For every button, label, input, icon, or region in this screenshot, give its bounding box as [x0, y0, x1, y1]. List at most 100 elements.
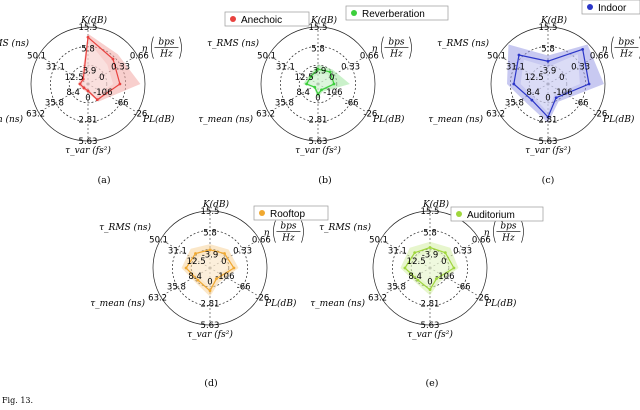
series-point — [530, 98, 534, 102]
axis-label-tmean: τ_mean (ns) — [428, 114, 483, 125]
axis-label-tmean: τ_mean (ns) — [90, 298, 145, 309]
axis-label-k: K(dB) — [540, 15, 568, 26]
tick-label: 31.1 — [46, 62, 65, 72]
paren-right — [301, 220, 304, 243]
tick-label: 8.4 — [66, 88, 80, 98]
tick-label: -3.9 — [540, 66, 557, 76]
confidence-band-inner — [190, 254, 229, 288]
axis-label-pl: PL(dB) — [264, 298, 297, 309]
axis-label-tmean: τ_mean (ns) — [310, 298, 365, 309]
radar-chart-reverberation: 15.55.8-3.90.660.330-26-66-1065.632.8106… — [198, 5, 449, 186]
series-point — [320, 88, 323, 92]
series-point — [95, 98, 99, 102]
axis-label-tvar: τ_var (fs²) — [407, 329, 453, 340]
tick-label: 0 — [99, 73, 104, 83]
paren-right — [179, 36, 182, 59]
axis-label-eta: η — [264, 229, 270, 239]
tick-label: 5.8 — [541, 45, 555, 55]
axis-label-trms: τ_RMS (ns) — [0, 38, 29, 49]
axis-label-pl: PL(dB) — [484, 298, 517, 309]
legend-label: Auditorium — [467, 210, 515, 221]
tick-label: 8.4 — [408, 272, 422, 282]
tick-label: 31.1 — [506, 62, 525, 72]
radar-chart-rooftop: 15.55.8-3.90.660.330-26-66-1065.632.8106… — [90, 199, 329, 389]
axis-label-k: K(dB) — [202, 199, 230, 210]
axis-spoke — [268, 83, 319, 113]
axis-label-pl: PL(dB) — [142, 114, 175, 125]
tick-label: 12.5 — [407, 257, 426, 267]
tick-label: 12.5 — [525, 73, 544, 83]
legend-marker — [456, 211, 462, 217]
tick-label: -66 — [115, 99, 129, 109]
confidence-band-inner — [308, 73, 332, 92]
subfigure-caption: (a) — [97, 175, 110, 186]
tick-label: 5.8 — [423, 229, 437, 239]
tick-label: 63.2 — [148, 294, 167, 304]
legend-marker — [351, 10, 357, 16]
axis-label-eta: η — [484, 229, 490, 239]
series-point — [214, 277, 218, 281]
subfigure-caption: (c) — [542, 175, 555, 186]
tick-label: 0 — [315, 94, 320, 104]
series-point — [587, 82, 591, 86]
tick-label: 35.8 — [505, 99, 524, 109]
tick-label: 2.81 — [309, 115, 328, 125]
series-point — [208, 289, 212, 293]
tick-label: 63.2 — [368, 294, 387, 304]
tick-label: -106 — [215, 272, 234, 282]
legend-box — [345, 5, 449, 21]
legend-box — [450, 206, 544, 222]
tick-label: 5.63 — [539, 137, 558, 147]
tick-label: -26 — [255, 294, 269, 304]
tick-label: 8.4 — [296, 88, 310, 98]
series-point — [517, 53, 521, 57]
tick-label: 2.81 — [201, 299, 220, 309]
tick-label: 31.1 — [168, 246, 187, 256]
series-point — [443, 251, 447, 255]
series-point — [428, 246, 432, 249]
tick-label: 15.5 — [539, 23, 558, 33]
series-point — [82, 86, 86, 90]
series-point — [428, 288, 432, 292]
tick-label: 50.1 — [149, 236, 168, 246]
axis-label-pl: PL(dB) — [372, 114, 405, 125]
tick-label: 50.1 — [27, 52, 46, 62]
legend-marker — [587, 4, 593, 10]
paren-left — [381, 36, 384, 59]
tick-label: -106 — [93, 88, 112, 98]
confidence-band — [400, 241, 459, 296]
tick-label: -66 — [237, 283, 251, 293]
tick-label: 31.1 — [388, 246, 407, 256]
tick-label: -26 — [475, 294, 489, 304]
legend-label: Indoor — [598, 3, 627, 14]
figure-number: Fig. 13. — [2, 396, 33, 405]
tick-label: -66 — [457, 283, 471, 293]
tick-label: 0 — [427, 278, 432, 288]
tick-label: -3.9 — [202, 250, 219, 260]
series-point — [194, 252, 197, 255]
tick-label: -26 — [363, 110, 377, 120]
axis-spoke — [38, 83, 89, 113]
confidence-band-inner — [82, 40, 114, 97]
paren-right — [521, 220, 524, 243]
series-point — [118, 82, 122, 86]
series-point — [86, 89, 90, 93]
axis-label-trms: τ_RMS (ns) — [207, 38, 259, 49]
series-point — [554, 96, 558, 100]
radar-chart-anechoic: 15.55.8-3.90.660.330-26-66-1065.632.8106… — [0, 11, 310, 186]
axis-label-tvar: τ_var (fs²) — [187, 329, 233, 340]
tick-label: 50.1 — [257, 52, 276, 62]
tick-label: 63.2 — [26, 110, 45, 120]
legend-box — [224, 11, 310, 27]
tick-label: 0.66 — [590, 52, 609, 62]
series-point — [403, 266, 407, 270]
legend-marker — [230, 16, 236, 22]
axis-label-eta-unit-top: bps — [388, 38, 405, 48]
tick-label: 0 — [559, 73, 564, 83]
tick-label: 5.63 — [421, 321, 440, 331]
series-point — [81, 77, 85, 81]
tick-label: 5.8 — [81, 45, 95, 55]
subfigure-caption: (e) — [425, 378, 438, 389]
series-point — [452, 266, 456, 270]
